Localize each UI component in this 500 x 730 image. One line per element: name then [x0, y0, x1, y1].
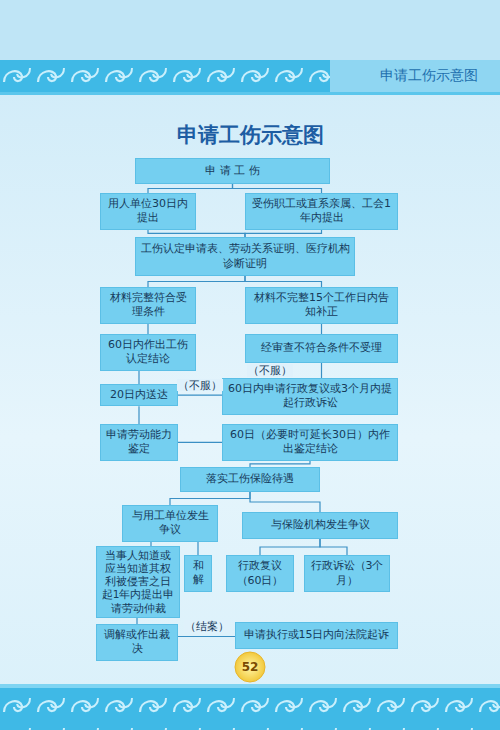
box-text: 和解	[189, 559, 207, 588]
flow-connector	[178, 636, 235, 637]
flow-connector	[178, 442, 222, 443]
flow-connector	[233, 184, 322, 193]
flow-connector	[320, 539, 347, 555]
flow-connector	[197, 542, 198, 555]
box-text: 60日内申请行政复议或3个月内提起行政诉讼	[227, 382, 393, 411]
flow-connector	[321, 324, 322, 334]
box-text: 材料不完整15个工作日内告知补正	[250, 291, 393, 320]
header-title: 申请工伤示意图	[380, 67, 478, 85]
process-box: 20日内送达	[100, 384, 178, 406]
box-text: 行政诉讼（3个月）	[309, 559, 385, 588]
flow-connector	[148, 276, 245, 287]
edge-label: （结案）	[184, 620, 230, 633]
box-text: 经审查不符合条件不受理	[261, 341, 382, 355]
box-text: 60日内作出工伤认定结论	[105, 338, 191, 367]
process-box: 调解或作出裁决	[96, 624, 178, 661]
flow-connector	[138, 406, 139, 424]
process-box: 材料完整符合受理条件	[100, 287, 196, 324]
process-box: 用人单位30日内提出	[100, 193, 196, 230]
flow-connector	[148, 230, 245, 237]
box-text: 材料完整符合受理条件	[105, 291, 191, 320]
box-text: 行政复议（60日）	[231, 559, 289, 588]
box-text: 60日（必要时可延长30日）内作出鉴定结论	[227, 428, 393, 457]
process-box: 行政复议（60日）	[226, 555, 294, 592]
process-box: 与保险机构发生争议	[242, 512, 398, 539]
process-box: 行政诉讼（3个月）	[304, 555, 390, 592]
process-box: 工伤认定申请表、劳动关系证明、医疗机构诊断证明	[135, 237, 355, 276]
process-box: 经审查不符合条件不受理	[245, 334, 398, 363]
process-box: 60日内作出工伤认定结论	[100, 334, 196, 371]
flow-connector	[170, 492, 250, 505]
process-box: 和解	[184, 555, 212, 592]
box-text: 20日内送达	[110, 388, 168, 402]
box-text: 与用工单位发生争议	[127, 509, 213, 538]
box-text: 申请执行或15日内向法院起诉	[244, 628, 390, 642]
process-box: 当事人知道或应当知道其权利被侵害之日起1年内提出申请劳动仲裁	[96, 546, 180, 618]
flow-connector	[147, 324, 148, 334]
page-number: 52	[235, 660, 265, 674]
flow-connector	[245, 230, 322, 237]
flow-connector	[148, 184, 233, 193]
process-box: 60日内申请行政复议或3个月内提起行政诉讼	[222, 378, 398, 415]
process-box: 申 请 工 伤	[135, 158, 330, 184]
box-text: 用人单位30日内提出	[105, 197, 191, 226]
edge-label: （不服）	[247, 364, 293, 377]
process-box: 60日（必要时可延长30日）内作出鉴定结论	[222, 424, 398, 461]
process-box: 受伤职工或直系亲属、工会1年内提出	[245, 193, 398, 230]
box-text: 与保险机构发生争议	[271, 518, 370, 532]
process-box: 材料不完整15个工作日内告知补正	[245, 287, 398, 324]
process-box: 申请劳动能力鉴定	[100, 424, 178, 461]
process-box: 落实工伤保险待遇	[180, 467, 320, 492]
edge-label: （不服）	[177, 379, 223, 392]
flow-connector	[178, 395, 222, 396]
box-text: 受伤职工或直系亲属、工会1年内提出	[250, 197, 393, 226]
process-box: 申请执行或15日内向法院起诉	[235, 622, 398, 649]
box-text: 申 请 工 伤	[205, 164, 260, 178]
box-text: 工伤认定申请表、劳动关系证明、医疗机构诊断证明	[140, 242, 350, 271]
flow-connector	[321, 363, 322, 378]
diagram-title: 申请工伤示意图	[0, 121, 500, 149]
box-text: 落实工伤保险待遇	[206, 472, 294, 486]
box-text: 调解或作出裁决	[101, 628, 173, 657]
flow-connector	[260, 539, 320, 555]
flow-connector	[138, 371, 139, 384]
box-text: 申请劳动能力鉴定	[105, 428, 173, 457]
process-box: 与用工单位发生争议	[122, 505, 218, 542]
box-text: 当事人知道或应当知道其权利被侵害之日起1年内提出申请劳动仲裁	[100, 549, 176, 615]
flow-connector	[245, 276, 322, 287]
flow-connector	[250, 492, 320, 512]
